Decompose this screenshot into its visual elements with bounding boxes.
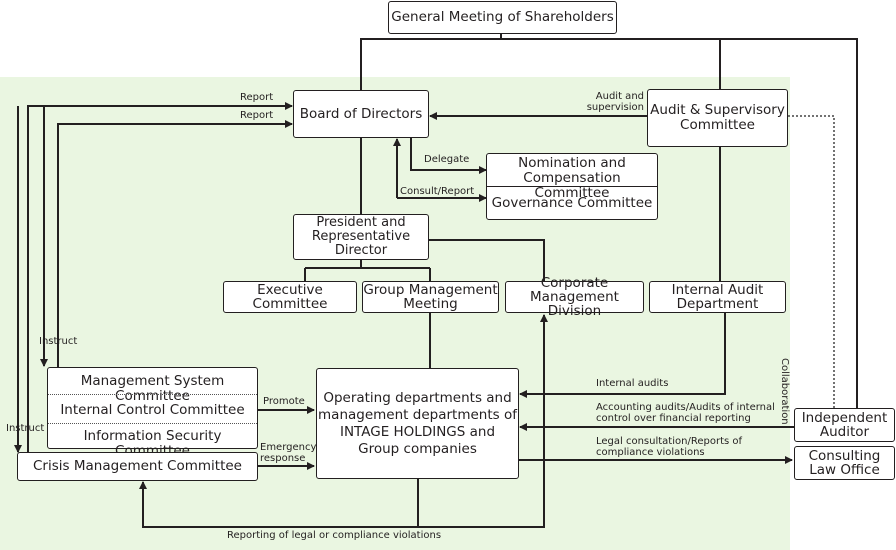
arrow-delegate (410, 138, 487, 174)
committees-divider (487, 186, 657, 187)
promote-label: Promote (263, 396, 305, 407)
report-label-1: Report (240, 92, 274, 103)
nomination-label: Nomination and Compensation Committee (518, 155, 626, 201)
board-label: Board of Directors (299, 105, 423, 122)
independent-auditor-box: Independent Auditor (794, 408, 895, 442)
reporting-violations-label: Reporting of legal or compliance violati… (227, 530, 442, 541)
governance-label: Governance Committee (491, 195, 653, 211)
executive-label: Executive Committee (252, 282, 328, 312)
audit-committee-box: Audit & Supervisory Committee (647, 89, 788, 147)
collaboration-label: Collaboration (779, 358, 790, 425)
line-president-to-committees (304, 260, 431, 281)
corporate-mgmt-label: Corporate Management Division (530, 275, 619, 319)
internal-control-label: Internal Control Committee (60, 402, 245, 418)
emergency-response-label: Emergency response (260, 442, 317, 464)
delegate-label: Delegate (424, 154, 470, 165)
management-committees-group-box: Management System Committee Internal Con… (47, 367, 258, 459)
accounting-audits-label: Accounting audits/Audits of internal con… (596, 402, 775, 424)
internal-audit-department-box: Internal Audit Department (649, 281, 786, 313)
line-shareholders-to-board (360, 33, 502, 90)
internal-audit-label: Internal Audit Department (671, 282, 764, 312)
group-management-meeting-box: Group Management Meeting (362, 281, 499, 313)
arrow-internal-audits (519, 313, 726, 398)
legal-consultation-label: Legal consultation/Reports of compliance… (596, 436, 743, 458)
president-box: President and Representative Director (293, 214, 429, 260)
shareholders-box: General Meeting of Shareholders (388, 1, 617, 34)
independent-auditor-label: Independent Auditor (801, 410, 888, 440)
arrow-report-mgmt-to-board (57, 120, 293, 367)
crisis-label: Crisis Management Committee (33, 458, 242, 474)
line-shareholders-to-auditor (720, 38, 858, 408)
arrow-report-crisis-to-board (27, 102, 293, 455)
corporate-management-division-box: Corporate Management Division (505, 276, 644, 318)
mgmt-system-label: Management System Committee (80, 373, 225, 404)
arrow-reporting-to-corporate (418, 314, 548, 528)
mgmt-divider-1 (48, 394, 257, 395)
executive-committee-box: Executive Committee (223, 281, 357, 313)
arrow-reporting-violations (139, 478, 419, 528)
operating-label: Operating departments and management dep… (318, 389, 517, 457)
audit-committee-label: Audit & Supervisory Committee (650, 102, 785, 133)
board-of-directors-box: Board of Directors (293, 90, 429, 138)
consulting-law-office-box: Consulting Law Office (794, 446, 895, 480)
group-mgmt-label: Group Management Meeting (363, 282, 498, 312)
line-president-to-corporate (428, 239, 545, 281)
shareholders-label: General Meeting of Shareholders (391, 9, 614, 25)
crisis-management-committee-box: Crisis Management Committee (17, 452, 258, 481)
instruct-label-1: Instruct (39, 336, 78, 347)
internal-audits-label: Internal audits (596, 378, 669, 389)
report-label-2: Report (240, 110, 274, 121)
president-label: President and Representative Director (311, 215, 411, 258)
law-office-label: Consulting Law Office (808, 448, 881, 478)
operating-departments-box: Operating departments and management dep… (316, 368, 519, 479)
consult-report-label: Consult/Report (400, 186, 475, 197)
instruct-label-2: Instruct (6, 423, 45, 434)
mgmt-divider-2 (48, 423, 257, 424)
line-collaboration (788, 115, 835, 408)
audit-supervision-label: Audit and supervision (586, 91, 644, 113)
line-shareholders-to-audit (501, 38, 721, 90)
committees-group-box: Nomination and Compensation Committee Go… (486, 153, 658, 220)
